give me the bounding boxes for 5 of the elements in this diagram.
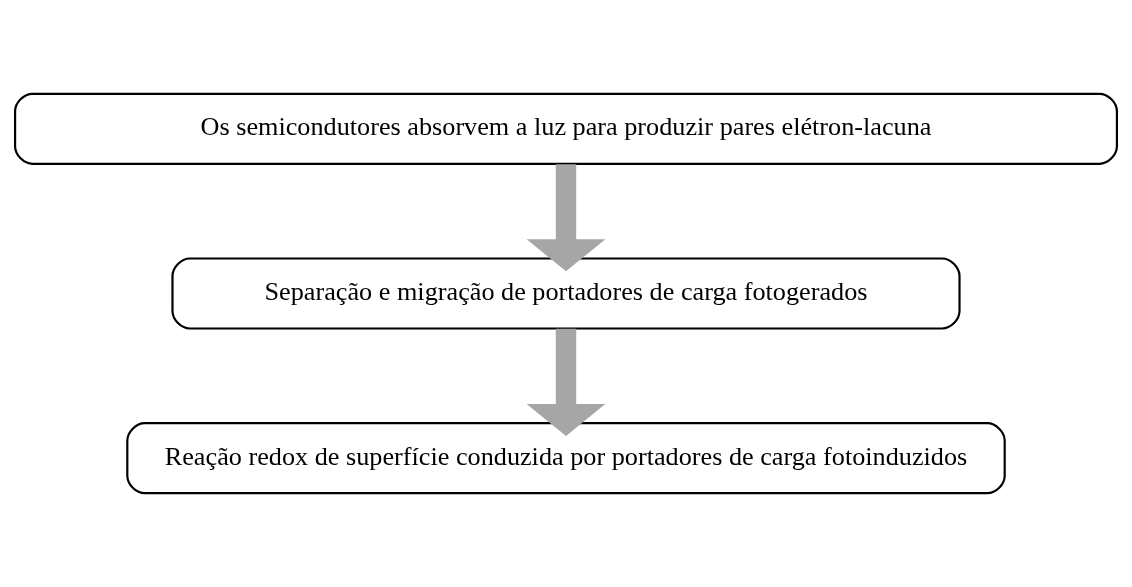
arrow (526, 328, 606, 437)
node-box: Reação redox de superfície conduzida por portadores de carga fotoinduzidos (126, 422, 1006, 495)
node-box: Os semicondutores absorvem a luz para produzir pares elétron-lacuna (14, 92, 1118, 165)
arrow (526, 164, 606, 272)
node-box: Separação e migração de portadores de carga fotogerados (171, 257, 961, 330)
